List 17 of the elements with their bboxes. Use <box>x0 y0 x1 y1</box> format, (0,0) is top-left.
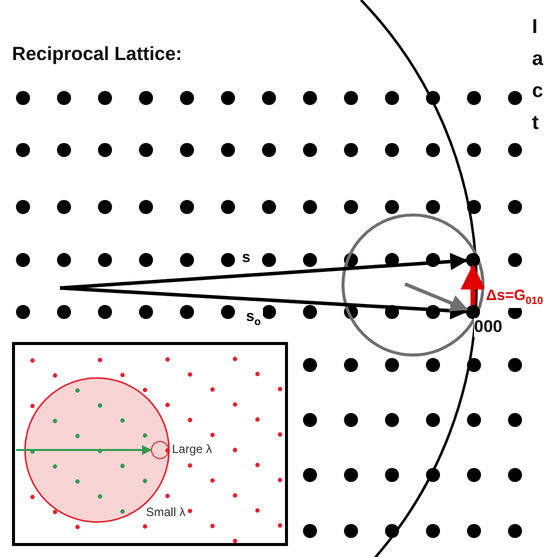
lattice-point <box>466 253 480 267</box>
cut-off-text: a <box>532 48 544 70</box>
cut-off-text: I <box>532 16 538 38</box>
edge-label: Δs=G$_{010}$ <box>484 288 546 308</box>
cut-off-text: t <box>532 112 539 134</box>
title: Reciprocal Lattice: <box>12 44 182 66</box>
ring-marker <box>151 441 169 459</box>
lattice-point <box>466 305 480 319</box>
arrow <box>16 445 152 455</box>
arrow <box>460 264 486 305</box>
arrow <box>60 286 468 320</box>
cut-off-text: c <box>532 80 544 102</box>
arrow <box>404 282 468 312</box>
wavelength-label: Large λ <box>172 443 212 456</box>
arrow <box>60 252 468 290</box>
node-caption: 000 <box>474 318 502 337</box>
wavelength-label: Small λ <box>146 506 186 520</box>
